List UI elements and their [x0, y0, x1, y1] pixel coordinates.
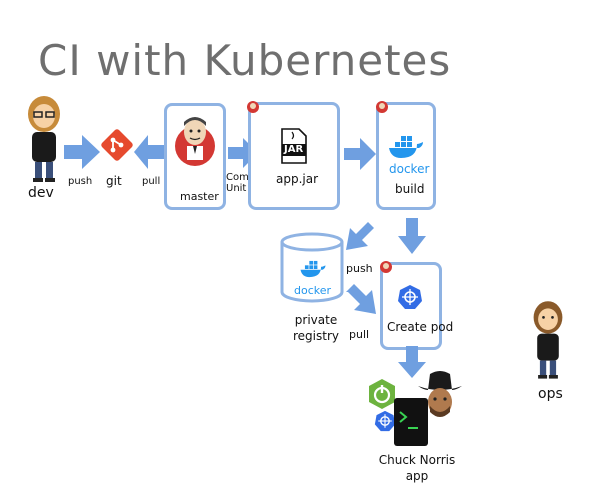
dev-person-icon [28, 96, 60, 182]
jenkins-badge-icon [380, 261, 392, 273]
spring-boot-icon [369, 379, 395, 409]
jenkins-butler-icon [175, 117, 215, 166]
private-registry-cylinder [280, 232, 344, 303]
push-label-mid: push [346, 262, 373, 275]
jar-file-icon [281, 128, 307, 164]
ops-label: ops [538, 386, 563, 402]
arrow-down-left-icon [346, 222, 376, 250]
private-registry-label: private registry [293, 313, 339, 343]
ops-person-icon [533, 301, 563, 379]
arrow-right-icon [344, 138, 376, 170]
jar-icon-text: JAR [284, 144, 304, 155]
build-label: build [395, 182, 425, 196]
jenkins-badge-icon [376, 101, 388, 113]
registry-docker-text: docker [294, 284, 332, 297]
arrow-down-icon [398, 346, 426, 378]
pull-label-mid: pull [349, 328, 370, 341]
docker-whale-icon [389, 136, 423, 158]
jenkins-badge-icon [247, 101, 259, 113]
git-logo-icon [101, 129, 133, 161]
docker-logo-text: docker [389, 162, 430, 176]
cowboy-hat-icon [418, 371, 462, 417]
arrow-down-icon [398, 218, 426, 254]
diagram-title: CI with Kubernetes [38, 36, 452, 85]
pull-label-top: pull [142, 176, 161, 187]
kubernetes-wheel-icon [398, 285, 422, 309]
app-jar-label: app.jar [276, 172, 319, 186]
app-name-label: Chuck Norris app [378, 453, 456, 483]
create-pod-label: Create pod [387, 320, 454, 334]
dev-label: dev [28, 185, 54, 201]
kubernetes-wheel-icon [374, 410, 396, 432]
terminal-icon [394, 398, 428, 446]
arrow-right-icon [64, 135, 100, 169]
git-label: git [106, 174, 122, 188]
push-label-top: push [68, 176, 93, 187]
arrow-down-right-icon [346, 284, 376, 314]
arrow-left-icon [134, 135, 164, 169]
master-label: master [180, 190, 219, 203]
docker-whale-icon [300, 260, 326, 278]
